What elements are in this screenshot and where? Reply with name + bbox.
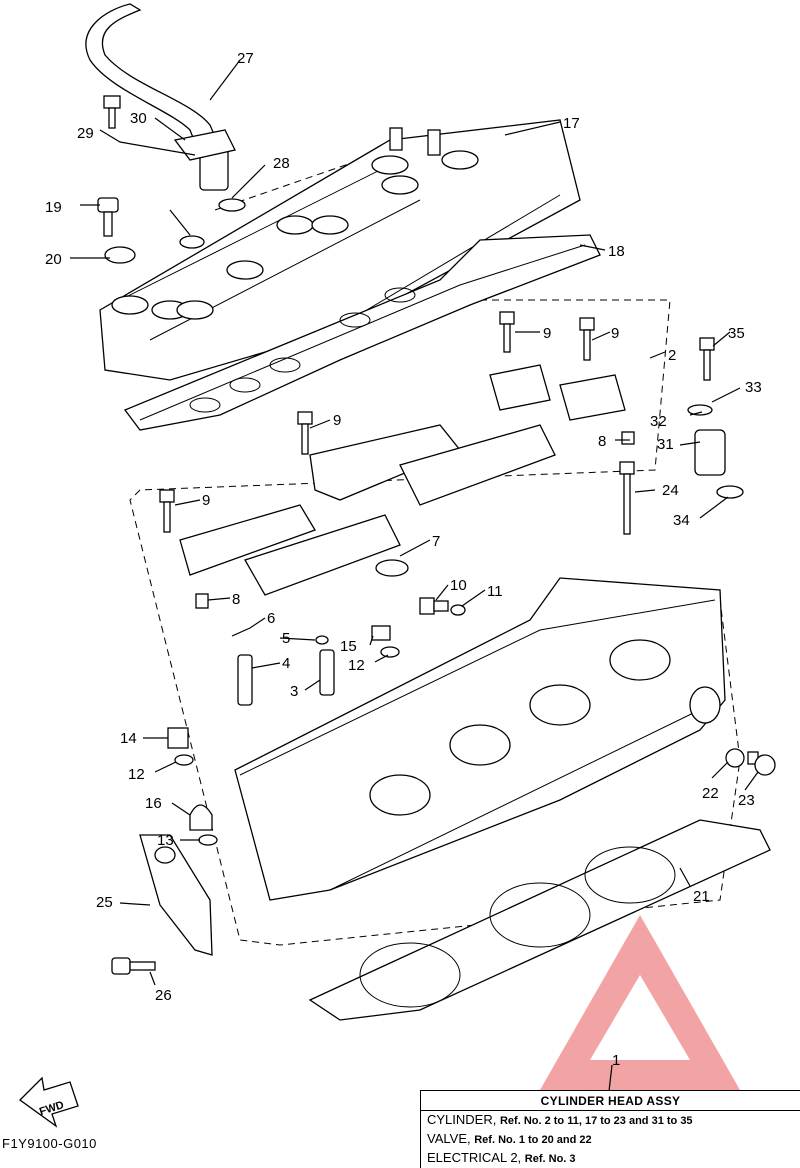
callout-33: 33 [745,379,762,396]
legend-category: CYLINDER, [427,1112,497,1127]
callout-35: 35 [728,325,745,342]
callout-32: 32 [650,413,667,430]
bolt-26 [111,957,156,975]
bolt-29 [103,95,121,129]
plug-7 [375,559,409,577]
callout-18: 18 [608,243,625,260]
callout-1: 1 [612,1052,620,1069]
clip-5 [315,635,329,645]
sleeve-31 [694,429,726,476]
callout-14: 14 [120,730,137,747]
legend-category: ELECTRICAL 2, [427,1150,522,1165]
bolt-23 [747,751,776,776]
legend-row-electrical: ELECTRICAL 2, Ref. No. 3 [421,1149,800,1168]
nut-14 [167,727,189,749]
callout-10: 10 [450,577,467,594]
legend-row-valve: VALVE, Ref. No. 1 to 20 and 22 [421,1130,800,1149]
washer-12b [174,754,194,766]
callout-4: 4 [282,655,290,672]
callout-31: 31 [657,436,674,453]
callout-29: 29 [77,125,94,142]
callout-8a: 8 [598,433,606,450]
bracket-25 [139,834,213,956]
bolt-19 [97,197,119,237]
legend-refs: Ref. No. 1 to 20 and 22 [474,1134,592,1146]
head-gasket [308,819,771,1021]
callout-28: 28 [273,155,290,172]
callout-5: 5 [282,630,290,647]
legend-category: VALVE, [427,1131,471,1146]
callout-9a: 9 [543,325,551,342]
callout-27: 27 [237,50,254,67]
pin-6 [231,627,251,637]
cap-bolts [159,311,715,535]
cap-nut-16 [189,804,213,831]
legend-title: CYLINDER HEAD ASSY [421,1091,800,1111]
legend-row-cylinder: CYLINDER, Ref. No. 2 to 11, 17 to 23 and… [421,1111,800,1130]
callout-22: 22 [702,785,719,802]
washer-12a [380,646,400,658]
dowel-8b [195,593,209,609]
callout-13: 13 [157,832,174,849]
callout-17: 17 [563,115,580,132]
cap-36 [179,235,205,249]
callout-15: 15 [340,638,357,655]
callout-16: 16 [145,795,162,812]
washer-11 [450,604,466,616]
callout-12a: 12 [348,657,365,674]
callout-20: 20 [45,251,62,268]
assembly-legend-box: CYLINDER HEAD ASSY CYLINDER, Ref. No. 2 … [420,1090,800,1168]
callout-9b: 9 [611,325,619,342]
callout-24: 24 [662,482,679,499]
callout-3: 3 [290,683,298,700]
callout-9c: 9 [333,412,341,429]
grommet-20 [104,246,136,264]
callout-23: 23 [738,792,755,809]
bolt-10 [419,597,449,615]
nut-15 [371,625,391,641]
camshaft-caps [179,364,626,596]
callout-19: 19 [45,199,62,216]
callout-8b: 8 [232,591,240,608]
cylinder-head [234,577,726,901]
legend-refs: Ref. No. 3 [524,1153,576,1165]
callout-34: 34 [673,512,690,529]
callout-25: 25 [96,894,113,911]
cover-gasket [123,234,601,431]
watermark-logo [540,915,740,1090]
fwd-arrow-icon: FWD [19,1076,79,1128]
callout-6: 6 [267,610,275,627]
callout-9d: 9 [202,492,210,509]
o-ring-34 [716,485,744,499]
callout-21: 21 [693,888,710,905]
valve-guide-4 [237,654,253,706]
callout-30: 30 [130,110,147,127]
head-cover [99,119,581,381]
leader-lines [70,59,759,1101]
callout-26: 26 [155,987,172,1004]
washer-32 [687,404,713,416]
callout-12b: 12 [128,766,145,783]
dowel-8a [621,431,635,445]
washer-13 [198,834,218,846]
washer-22 [725,748,745,768]
valve-guide-3 [319,649,335,696]
callout-11: 11 [487,583,503,600]
diagram-code: F1Y9100-G010 [2,1136,97,1151]
o-ring-28 [218,198,246,212]
callout-7: 7 [432,533,440,550]
callout-2: 2 [668,347,676,364]
legend-refs: Ref. No. 2 to 11, 17 to 23 and 31 to 35 [499,1115,693,1127]
